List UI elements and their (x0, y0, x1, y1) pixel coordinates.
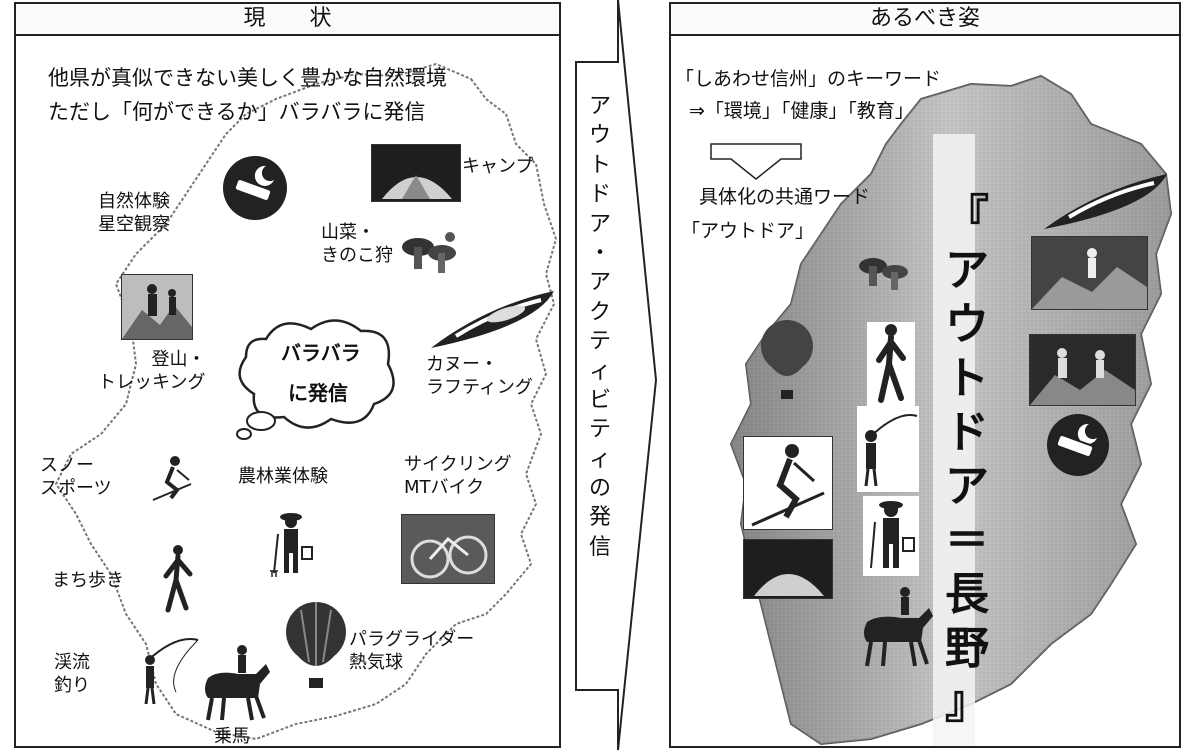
current-state-title: 現 状 (16, 4, 559, 36)
arrow-text-char: ィ (588, 446, 611, 472)
camp-photo-right (743, 539, 833, 599)
label-horse: 乗馬 (214, 726, 250, 747)
farmer-icon (266, 509, 316, 581)
right-line-3: 具体化の共通ワード (699, 186, 871, 208)
ideal-state-title: あるべき姿 (671, 4, 1179, 36)
label-cycling: サイクリング MTバイク (404, 454, 512, 498)
right-line-4: 「アウトドア」 (681, 220, 815, 242)
label-tozan: 登山・ トレッキング (98, 349, 206, 393)
trekking-photo (121, 274, 193, 340)
farmer-icon-right (863, 496, 919, 576)
vertical-title-char: 『 (945, 191, 989, 242)
camp-photo (371, 144, 461, 202)
outdoor-nagano-vertical: 『アウトドア＝長野』 (941, 190, 993, 730)
canoe-icon-right (1039, 169, 1169, 241)
arrow-text-char: 信 (588, 534, 611, 560)
horse-icon (198, 644, 272, 726)
walker-icon (156, 544, 200, 618)
left-headline-1: 他県が真似できない美しく豊かな自然環境 (48, 66, 447, 90)
trekking-photo-right (1031, 236, 1148, 310)
right-line-1: 「しあわせ信州」のキーワード (675, 68, 942, 90)
vertical-title-char: ア (945, 461, 989, 512)
arrow-text-char: ト (588, 152, 611, 178)
vertical-title-char: ＝ (945, 515, 989, 566)
arrow-text-char: ビ (588, 387, 611, 413)
arrow-text-char: ア (588, 270, 611, 296)
balloon-icon (281, 600, 351, 696)
current-state-panel: 現 状 他県が真似できない美しく豊かな自然環境 ただし「何ができるか」バラバラに… (14, 2, 561, 748)
mtb-photo (401, 514, 495, 584)
arrow-text-char: ・ (588, 240, 611, 266)
label-walk: まち歩き (52, 570, 124, 591)
vertical-title-char: ド (945, 407, 989, 458)
bubble-line-2: に発信 (288, 381, 348, 405)
vertical-title-char: ト (945, 353, 989, 404)
center-arrow (575, 0, 658, 751)
walker-icon-right (867, 322, 915, 408)
label-fishing: 渓流 釣り (54, 652, 90, 696)
ideal-state-panel: あるべき姿 「しあわせ信州」のキーワード ⇒「環境」「健康」「教育」 具体化の共… (669, 2, 1181, 748)
skier-panel-right (743, 436, 833, 530)
arrow-text-char: ク (588, 299, 611, 325)
mushroom-icon-right (857, 250, 913, 304)
vertical-title-char: ウ (945, 299, 989, 350)
arrow-text-char: テ (588, 329, 611, 355)
label-sansai: 山菜・ きのこ狩 (321, 222, 393, 266)
night-sky-icon (221, 154, 289, 226)
fishing-icon-right (857, 406, 919, 492)
cloud-bubble (236, 319, 395, 440)
mushroom-icon (400, 229, 462, 285)
canoe-icon (426, 286, 556, 360)
label-paraglider: パラグライダー 熱気球 (349, 629, 475, 673)
vertical-title-char: 野 (945, 623, 989, 674)
arrow-text-char: の (588, 476, 611, 502)
balloon-icon-right (757, 318, 817, 406)
label-canoe: カヌー・ ラフティング (426, 354, 533, 398)
arrow-text-char: テ (588, 417, 611, 443)
right-line-2: ⇒「環境」「健康」「教育」 (689, 100, 914, 122)
arrow-text-char: 発 (588, 505, 611, 531)
horse-icon-right (857, 586, 937, 674)
skier-icon (149, 454, 197, 506)
nagano-map-outline (54, 62, 558, 741)
bubble-line-1: バラバラ (281, 341, 361, 365)
night-sky-icon-right (1045, 412, 1111, 482)
vertical-title-char: 長 (945, 569, 989, 620)
arrow-text-char: ド (588, 182, 611, 208)
arrow-text-char: ア (588, 94, 611, 119)
arrow-text-char: ウ (588, 123, 611, 149)
hikers-photo-right (1029, 334, 1136, 406)
center-arrow-text: アウトドア・アクティビティの発信 (585, 92, 615, 562)
fishing-icon (136, 632, 200, 710)
vertical-title-char: 』 (945, 677, 989, 728)
label-camp: キャンプ (462, 156, 534, 177)
arrow-text-char: ア (588, 211, 611, 237)
vertical-title-char: ア (945, 245, 989, 296)
label-nature: 自然体験 星空観察 (98, 191, 170, 235)
arrow-text-char: ィ (588, 358, 611, 384)
left-headline-2: ただし「何ができるか」バラバラに発信 (48, 100, 426, 124)
label-snow: スノー スポーツ (40, 455, 112, 499)
label-farm: 農林業体験 (238, 466, 328, 487)
